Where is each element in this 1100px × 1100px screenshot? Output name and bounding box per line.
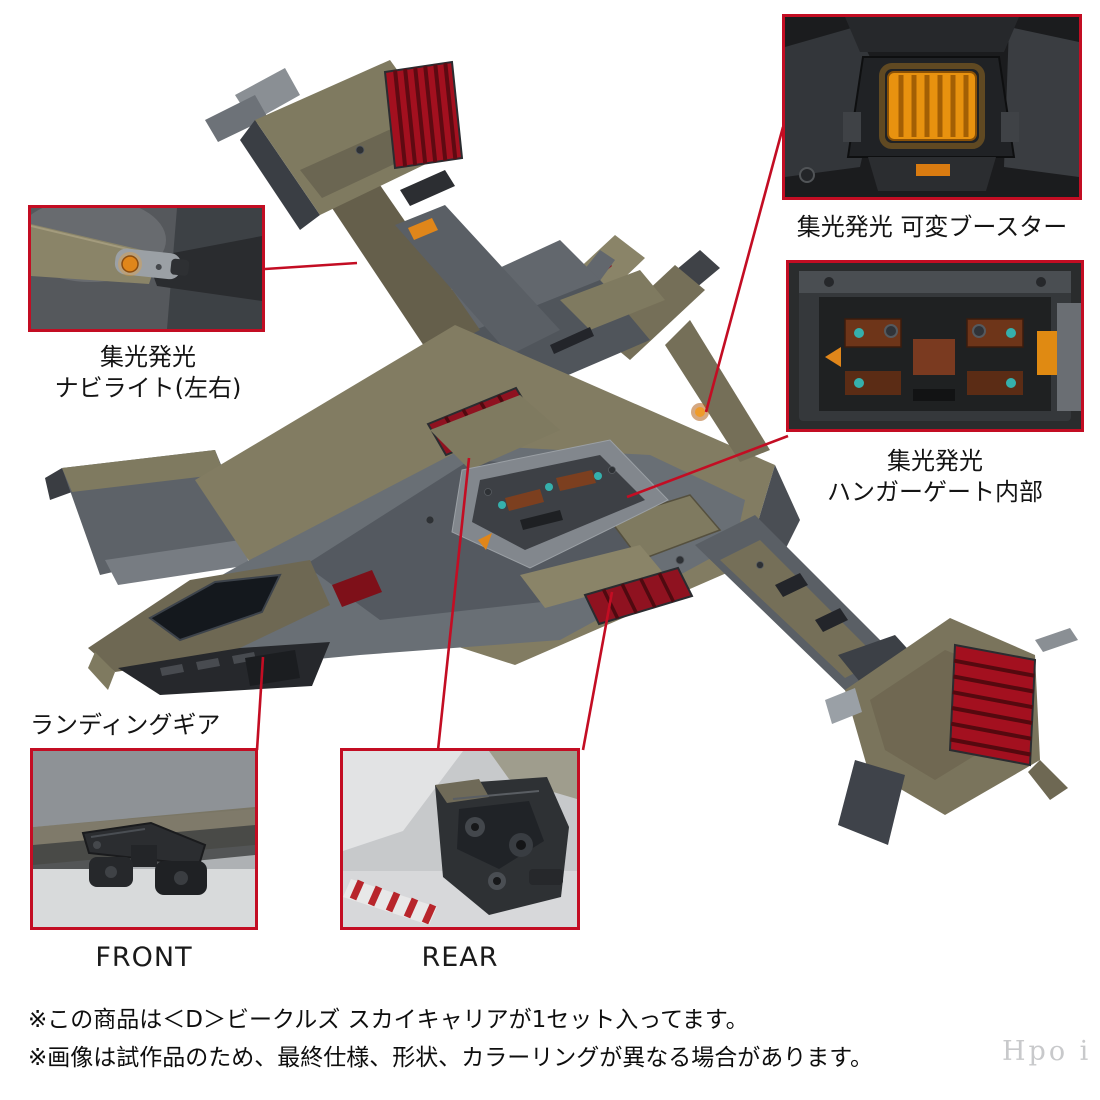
rear-booster-pod — [825, 618, 1078, 845]
screw-detail — [799, 167, 815, 183]
inset-nav-light — [28, 205, 265, 332]
nose-section — [88, 560, 330, 695]
hangar-label-line2: ハンガーゲート内部 — [827, 478, 1043, 506]
hangar-label-line1: 集光発光 — [887, 447, 983, 475]
inset-booster — [782, 14, 1082, 200]
rear-landing-gear-assembly — [435, 777, 569, 915]
hangar-bay-detail — [451, 439, 669, 569]
hazard-stripe-edge — [343, 879, 437, 925]
top-pod-red-grille — [383, 60, 464, 170]
nav-light-label: 集光発光 ナビライト(左右) — [8, 342, 288, 404]
booster-label: 集光発光 可変ブースター — [796, 213, 1068, 241]
inset-front-gear — [30, 748, 258, 930]
booster-orange-grille — [879, 63, 985, 149]
hull-orange-light — [691, 403, 709, 421]
hatch-panels — [430, 395, 722, 608]
watermark: Hpo i — [1002, 1036, 1092, 1067]
inset-hangar-gate — [786, 260, 1084, 432]
hangar-label: 集光発光 ハンガーゲート内部 — [775, 446, 1095, 508]
rear-gear-closeup-photo — [343, 751, 577, 927]
landing-gear-label: ランディングギア — [30, 711, 221, 739]
hangar-orange-arrow — [825, 347, 841, 367]
nav-light-label-line1: 集光発光 — [100, 343, 196, 371]
product-note-2: ※画像は試作品のため、最終仕様、形状、カラーリングが異なる場合があります。 — [28, 1045, 873, 1071]
rear-label: REAR — [421, 942, 499, 973]
hangar-orange-glow — [1037, 331, 1057, 375]
hangar-orange-marker — [478, 533, 492, 550]
rear-pod-red-grille — [948, 643, 1037, 767]
front-label: FRONT — [95, 942, 193, 973]
nav-light-label-line2: ナビライト(左右) — [54, 374, 242, 402]
top-booster-pod — [205, 60, 560, 355]
booster-closeup-photo — [785, 17, 1079, 197]
inset-rear-gear — [340, 748, 580, 930]
nav-light-closeup-photo — [31, 208, 262, 329]
product-note-1: ※この商品は＜D＞ビークルズ スカイキャリアが1セット入ってます。 — [28, 1007, 749, 1033]
hangar-gate-closeup-photo — [789, 263, 1081, 429]
front-gear-closeup-photo — [33, 751, 255, 927]
canopy — [148, 573, 282, 642]
nav-light-lens — [121, 255, 139, 273]
front-landing-gear-assembly — [81, 821, 207, 895]
